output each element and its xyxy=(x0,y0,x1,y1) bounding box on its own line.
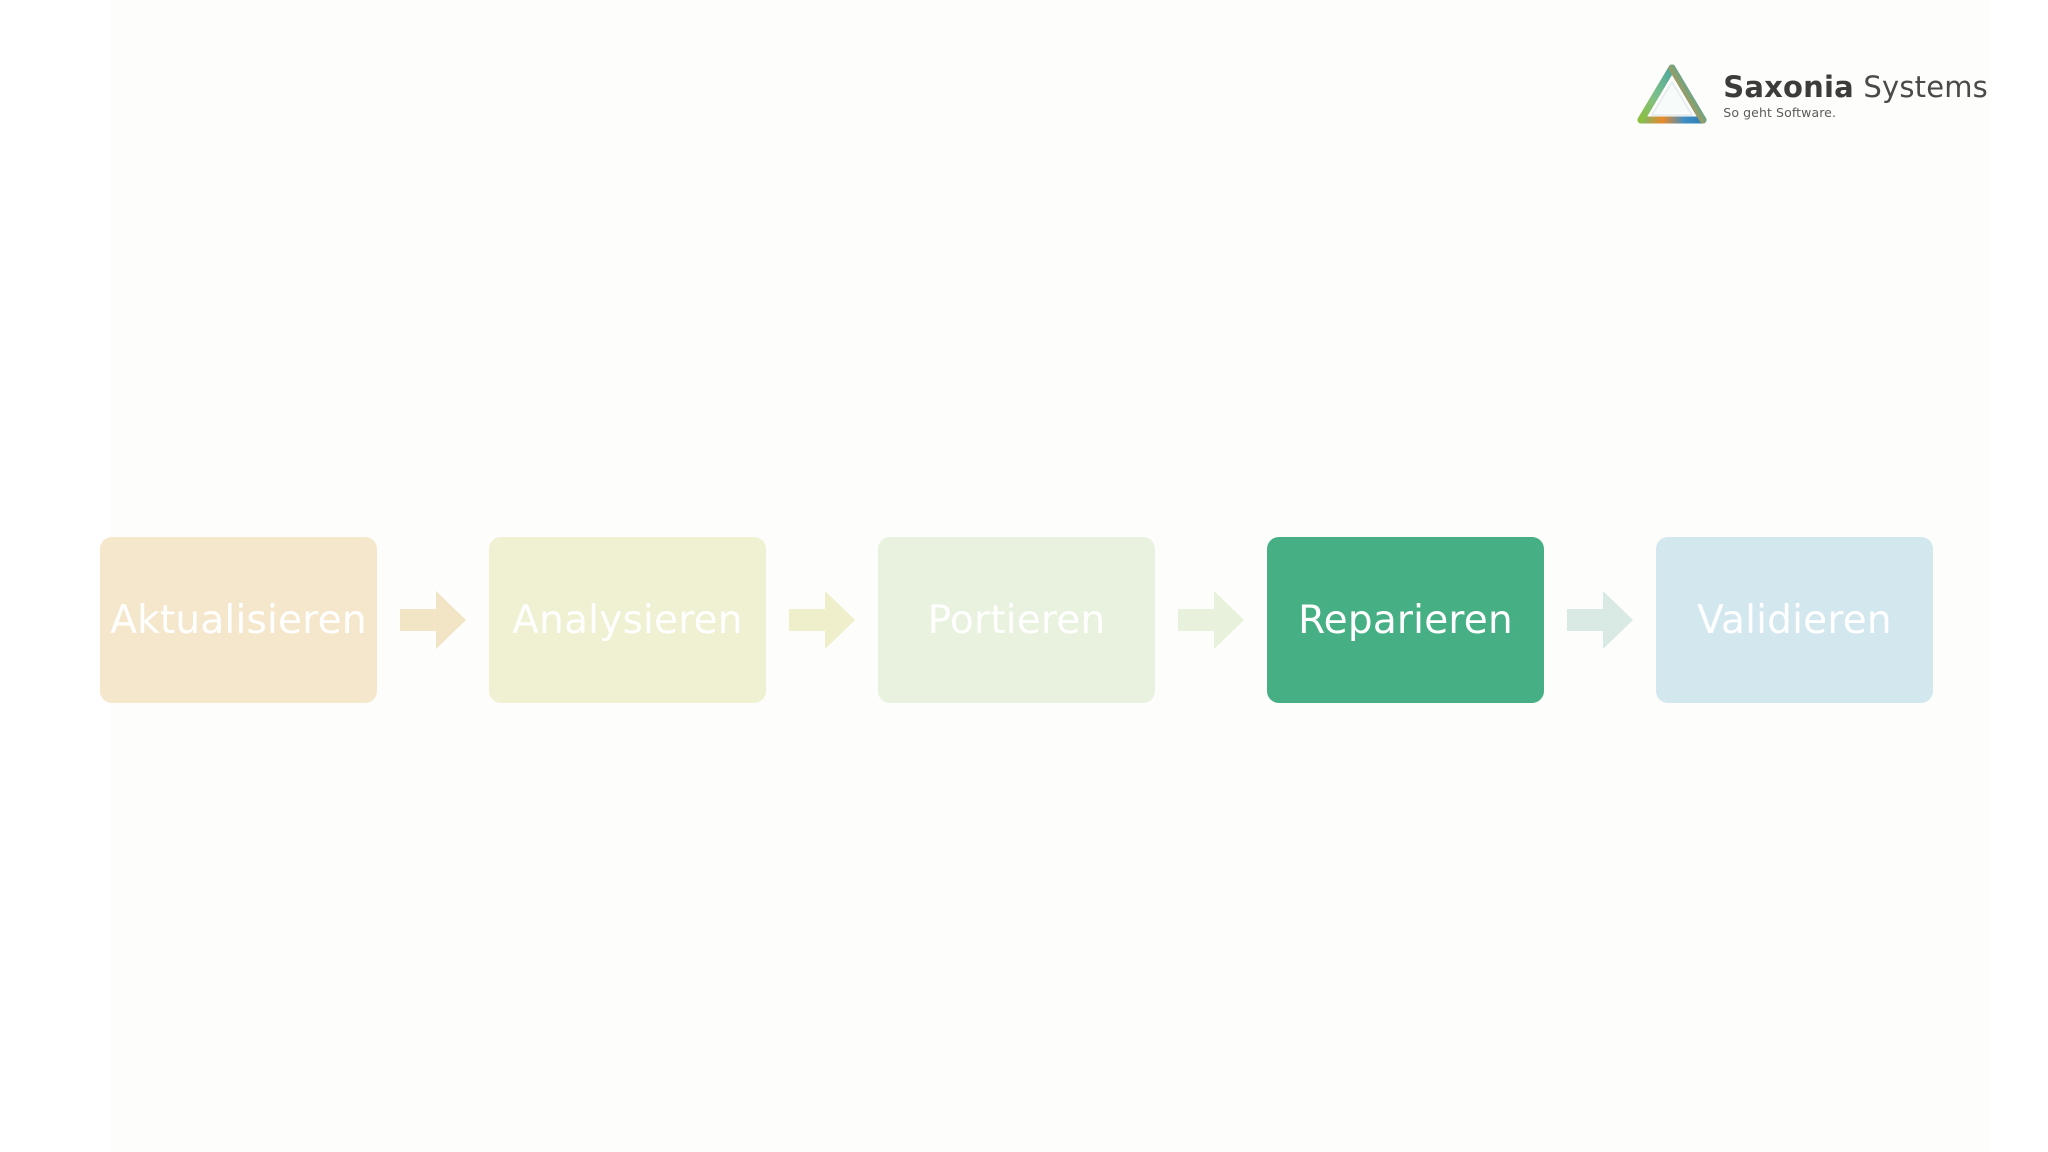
process-step-aktualisieren[interactable]: Aktualisieren xyxy=(100,537,377,703)
migration-process-flow: Aktualisieren Analysieren Portieren Repa… xyxy=(100,537,1933,703)
arrow-aktualisieren-to-analysieren xyxy=(377,537,489,703)
process-step-analysieren[interactable]: Analysieren xyxy=(489,537,766,703)
process-step-label: Validieren xyxy=(1697,597,1892,643)
process-step-validieren[interactable]: Validieren xyxy=(1656,537,1933,703)
process-step-reparieren[interactable]: Reparieren xyxy=(1267,537,1544,703)
process-step-label: Portieren xyxy=(927,597,1106,643)
logo-text-block: Saxonia Systems So geht Software. xyxy=(1723,69,1988,120)
process-step-label: Analysieren xyxy=(512,597,743,643)
saxonia-triangle-icon xyxy=(1635,62,1709,130)
arrow-analysieren-to-portieren xyxy=(766,537,878,703)
process-step-portieren[interactable]: Portieren xyxy=(878,537,1155,703)
logo-tagline: So geht Software. xyxy=(1723,104,1837,120)
process-step-label: Aktualisieren xyxy=(110,597,367,643)
arrow-reparieren-to-validieren xyxy=(1544,537,1656,703)
logo-wordmark: Saxonia Systems xyxy=(1723,69,1988,104)
brand-logo: Saxonia Systems So geht Software. xyxy=(1635,62,1988,130)
process-step-label: Reparieren xyxy=(1298,597,1513,643)
logo-wordmark-bold: Saxonia xyxy=(1723,69,1854,104)
arrow-portieren-to-reparieren xyxy=(1155,537,1267,703)
logo-wordmark-light: Systems xyxy=(1863,69,1988,104)
